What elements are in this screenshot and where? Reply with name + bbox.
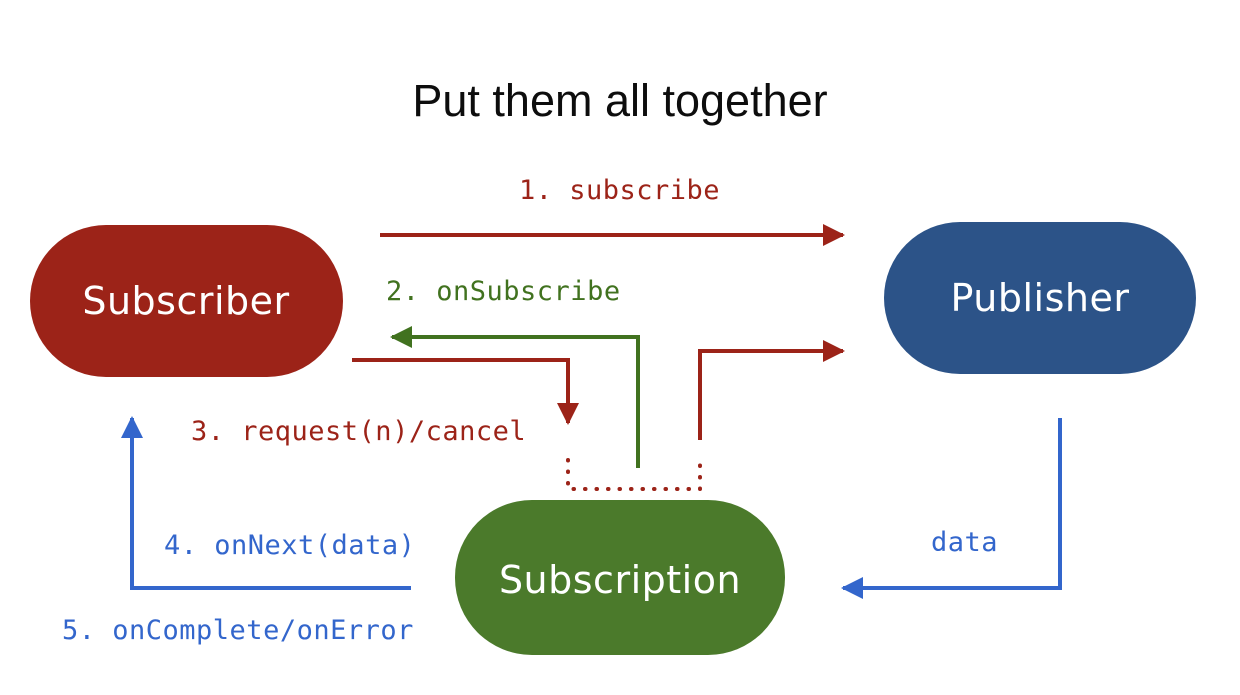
node-subscription[interactable]: Subscription — [455, 500, 785, 655]
edge-subscription-to-publisher — [698, 340, 845, 440]
edge-step2-onsubscribe: 2. onSubscribe — [386, 276, 640, 468]
publisher-label: Publisher — [951, 276, 1130, 320]
step3-label: 3. request(n)/cancel — [191, 416, 526, 447]
step4-label: 4. onNext(data) — [164, 530, 415, 561]
data-label: data — [931, 527, 998, 558]
step4-step5-arrow — [121, 416, 411, 590]
step5-label: 5. onComplete/onError — [62, 615, 414, 646]
step2-arrow — [390, 326, 640, 468]
node-subscriber[interactable]: Subscriber — [30, 225, 343, 377]
subscription-shape — [455, 500, 785, 655]
subscriber-shape — [30, 225, 343, 377]
step1-label: 1. subscribe — [519, 175, 720, 206]
edge-step3-request-cancel: 3. request(n)/cancel — [191, 358, 702, 491]
step3-dotted-connector — [566, 458, 702, 491]
data-arrow — [841, 418, 1062, 599]
subscription-label: Subscription — [499, 558, 741, 602]
step3-arrow — [352, 358, 579, 425]
subscription-publisher-arrow — [698, 340, 845, 440]
edge-step1-subscribe: 1. subscribe — [380, 175, 845, 246]
page-title: Put them all together — [412, 75, 827, 126]
subscriber-label: Subscriber — [82, 279, 289, 323]
step2-label: 2. onSubscribe — [386, 276, 621, 307]
publisher-shape — [884, 222, 1196, 374]
node-publisher[interactable]: Publisher — [884, 222, 1196, 374]
edge-step4-step5-callbacks: 4. onNext(data) 5. onComplete/onError — [62, 416, 415, 646]
edge-data-publisher-to-subscription: data — [841, 418, 1062, 599]
